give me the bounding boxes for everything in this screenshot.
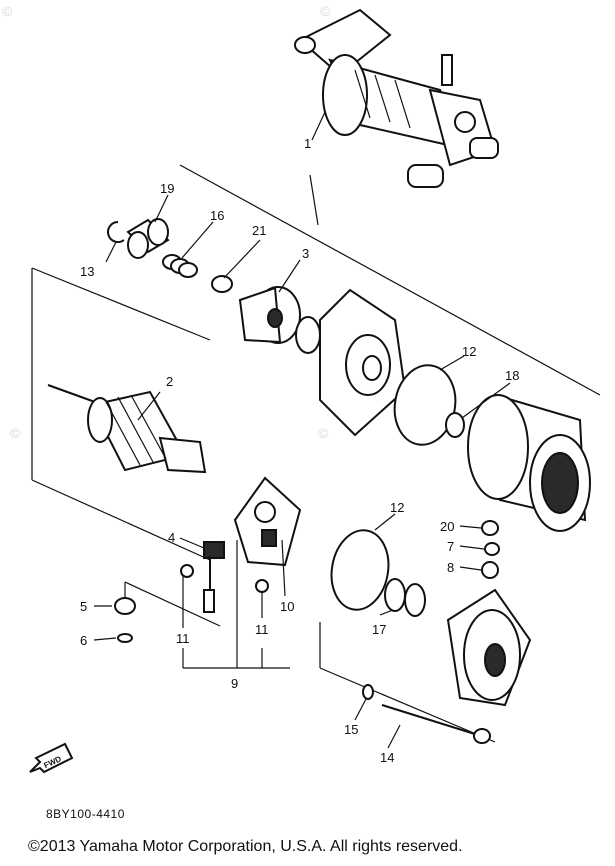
callout-number: 6 [80, 633, 87, 648]
callouts: 1 2 3 4 5 6 7 8 9 10 11 11 12 12 13 14 1… [80, 136, 519, 765]
callout-number: 10 [280, 599, 294, 614]
washer [295, 316, 321, 354]
armature [47, 384, 207, 474]
drawing-code: 8BY100-4410 [46, 807, 125, 821]
callout-number: 15 [344, 722, 358, 737]
starter-motor-assembly [294, 8, 499, 188]
washer [362, 684, 374, 700]
callout-number: 2 [166, 374, 173, 389]
callout-number: 12 [462, 344, 476, 359]
copyright-notice: ©2013 Yamaha Motor Corporation, U.S.A. A… [28, 838, 463, 855]
callout-number: 21 [252, 223, 266, 238]
watermark-mark: © [2, 3, 13, 19]
o-ring [330, 529, 390, 611]
callout-number: 16 [210, 208, 224, 223]
callout-number: 11 [176, 631, 190, 646]
washer [117, 633, 133, 643]
brush-holder-plate [203, 476, 302, 567]
callout-number: 5 [80, 599, 87, 614]
washer [384, 578, 406, 612]
spring [162, 254, 198, 278]
callout-number: 12 [390, 500, 404, 515]
callout-number: 14 [380, 750, 394, 765]
callout-number: 4 [168, 530, 175, 545]
terminal-washer [484, 542, 500, 556]
brush-lead [203, 556, 215, 613]
o-ring [393, 364, 457, 446]
washer [211, 275, 233, 293]
through-bolt [381, 704, 491, 744]
callout-number: 18 [505, 368, 519, 383]
rear-cover [446, 588, 532, 707]
watermark-mark: © [10, 425, 21, 441]
terminal-nut [481, 520, 499, 536]
callout-number: 7 [447, 539, 454, 554]
leader-lines [93, 111, 511, 749]
callout-number: 1 [304, 136, 311, 151]
callout-number: 3 [302, 246, 309, 261]
front-cover [319, 288, 407, 437]
circlip [107, 221, 125, 243]
bushing [126, 218, 170, 259]
callout-number: 19 [160, 181, 174, 196]
bolt-cap [114, 597, 136, 615]
callout-number: 13 [80, 264, 94, 279]
exploded-view-boundary [31, 164, 601, 743]
callout-number: 17 [372, 622, 386, 637]
nut [255, 579, 269, 593]
callout-number: 20 [440, 519, 454, 534]
washer [445, 412, 465, 438]
terminal-bushing [481, 561, 499, 579]
callout-number: 8 [447, 560, 454, 575]
pinion-clutch [238, 286, 301, 344]
callout-number: 9 [231, 676, 238, 691]
watermark-mark: © [318, 425, 329, 441]
fwd-arrow-icon: FWD [29, 742, 74, 774]
washer [404, 583, 426, 617]
callout-number: 11 [255, 622, 269, 637]
nut [180, 564, 194, 578]
yoke [467, 393, 591, 532]
watermark-mark: © [320, 3, 331, 19]
